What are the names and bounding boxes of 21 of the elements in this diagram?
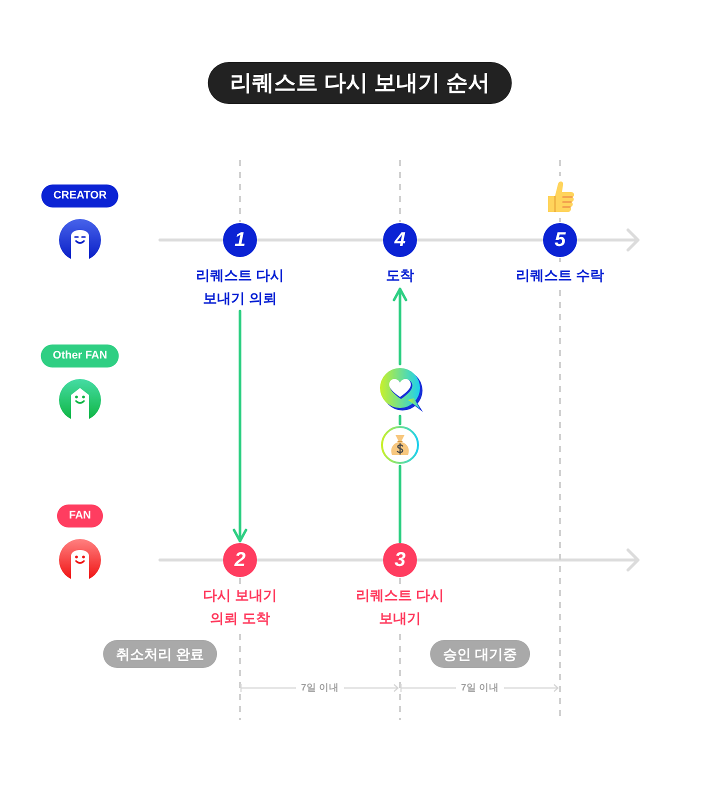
status-badge: 취소처리 완료 [103,640,217,668]
arrow [232,310,248,542]
connector-line [398,414,402,426]
step-caption: 다시 보내기 의뢰 도착 [202,586,278,628]
money-bag-icon [380,425,420,465]
status-badge: 승인 대기중 [430,640,530,668]
step-circle: 5 [543,223,577,257]
step-caption: 리퀘스트 수락 [516,266,604,285]
role-badge: CREATOR [41,184,119,208]
step-caption: 리퀘스트 다시 보내기 의뢰 [195,266,285,308]
title: 리퀘스트 다시 보내기 순서 [208,62,512,104]
step-circle: 1 [223,223,257,257]
step-caption: 리퀘스트 다시 보내기 [355,586,445,628]
step-circle: 4 [383,223,417,257]
role-badge: Other FAN [40,344,120,368]
connector-line [398,464,402,544]
role-badge: FAN [57,504,103,528]
step-caption: 도착 [386,266,414,285]
step-circle: 3 [383,543,417,577]
arrow [392,288,408,366]
step-circle: 2 [223,543,257,577]
